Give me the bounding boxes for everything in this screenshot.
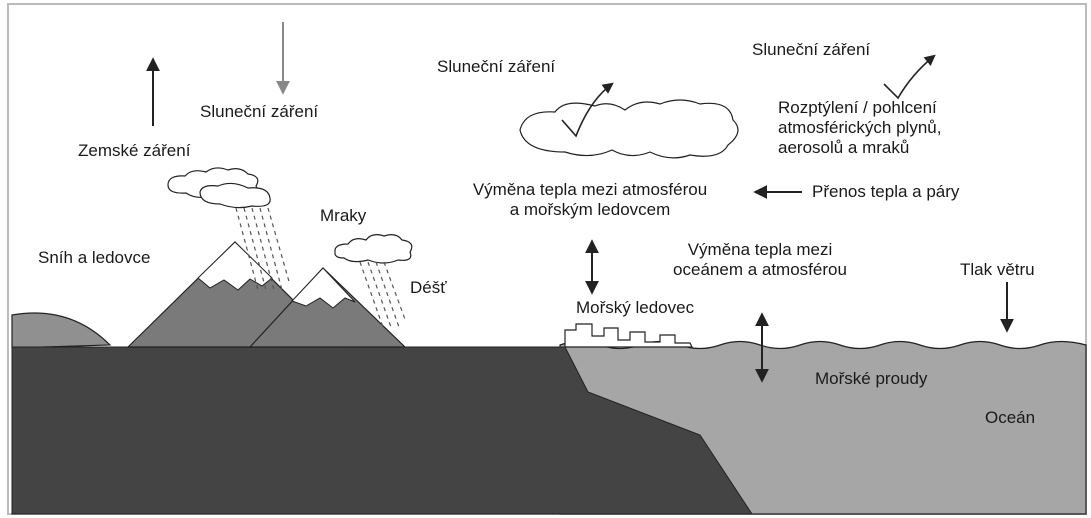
cloud-left xyxy=(168,168,270,208)
label-ocean: Oceán xyxy=(985,408,1035,428)
label-sun-radiation-cloud: Sluneční záření xyxy=(437,57,555,77)
mountain-left-snow xyxy=(198,242,272,290)
label-snow-ice: Sníh a ledovce xyxy=(38,248,150,268)
label-scattering: Rozptýlení / pohlcení atmosférických ply… xyxy=(778,98,941,158)
label-heat-vapor-transfer: Přenos tepla a páry xyxy=(812,182,959,202)
cloud-right xyxy=(335,235,412,263)
label-earth-radiation: Zemské záření xyxy=(78,141,190,161)
label-wind-pressure: Tlak větru xyxy=(960,260,1035,280)
sea-ice xyxy=(565,324,692,347)
label-sun-radiation-top: Sluneční záření xyxy=(200,102,318,122)
label-currents: Mořské proudy xyxy=(815,369,927,389)
scatter-arrow xyxy=(884,56,934,98)
label-sun-radiation-right: Sluneční záření xyxy=(752,40,870,60)
left-hill xyxy=(12,313,110,348)
label-heat-exchange-ocean: Výměna tepla mezi oceánem a atmosférou xyxy=(640,240,880,280)
cloud-big xyxy=(520,100,738,158)
label-rain: Déšť xyxy=(410,278,447,298)
label-clouds: Mraky xyxy=(320,206,366,226)
label-heat-exchange-ice: Výměna tepla mezi atmosférou a mořským l… xyxy=(420,180,760,220)
label-sea-ice: Mořský ledovec xyxy=(576,298,694,318)
